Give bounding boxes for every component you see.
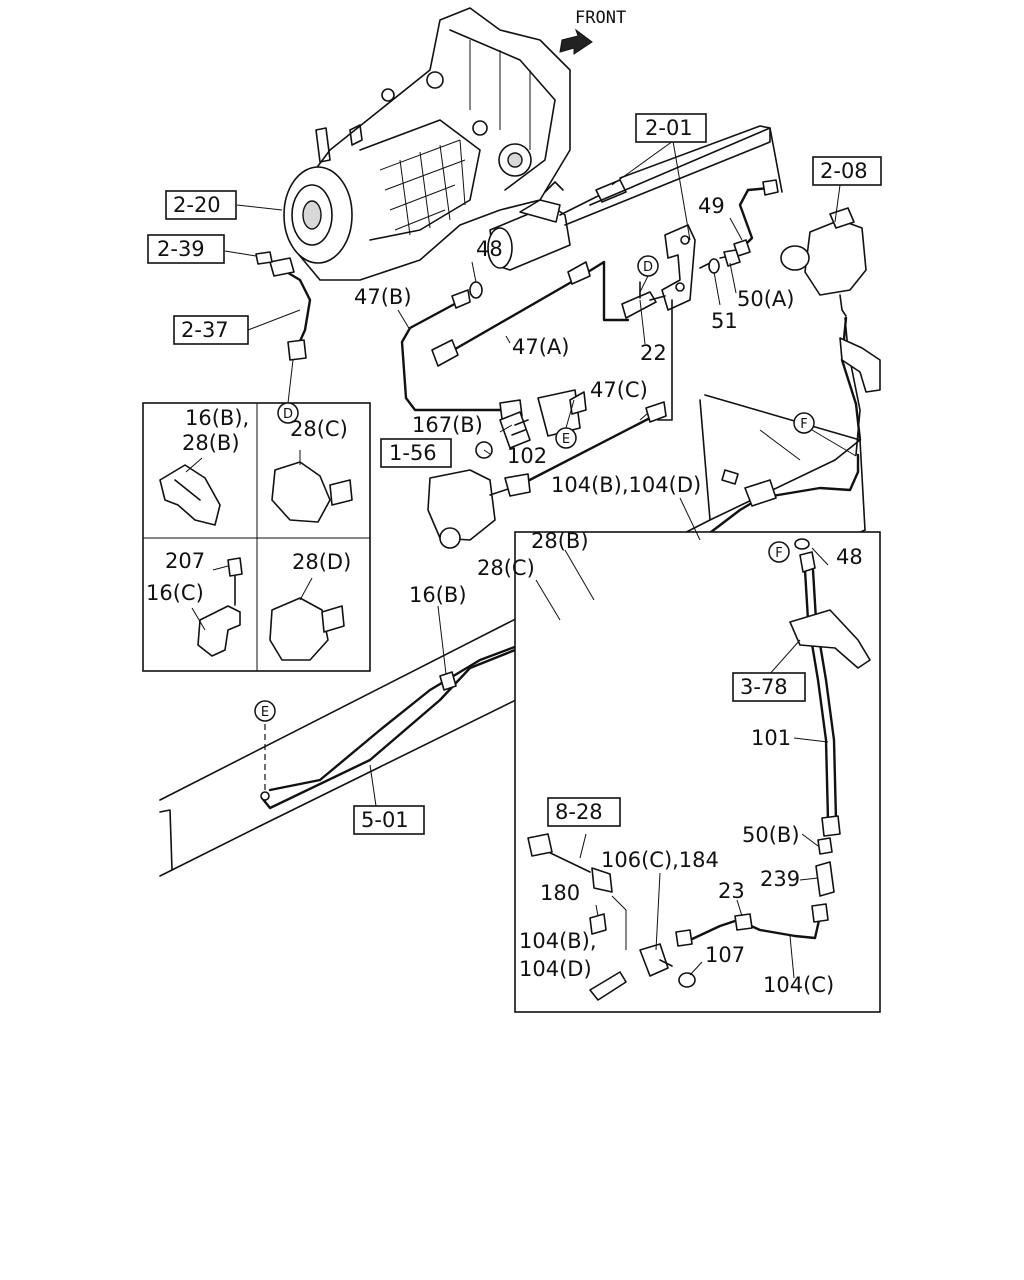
pipe-5-01 bbox=[260, 638, 542, 810]
ref-box-2-37: 2-37 bbox=[173, 315, 249, 345]
ref-box-2-08: 2-08 bbox=[812, 156, 882, 186]
svg-text:F: F bbox=[800, 417, 807, 432]
label-23: 23 bbox=[718, 879, 745, 903]
ref-2-01-label: 2-01 bbox=[645, 116, 693, 140]
clip-28c-detail bbox=[271, 461, 331, 523]
label-49: 49 bbox=[698, 194, 725, 218]
label-28c: 28(C) bbox=[477, 556, 535, 580]
ref-2-37-label: 2-37 bbox=[181, 318, 229, 342]
ref-1-56-label: 1-56 bbox=[389, 441, 437, 465]
label-180: 180 bbox=[540, 881, 580, 905]
clip-inset bbox=[142, 402, 371, 672]
svg-text:F: F bbox=[775, 546, 782, 561]
ref-8-28-label: 8-28 bbox=[555, 800, 603, 824]
marker-f-1: F bbox=[793, 412, 857, 457]
ref-box-2-20: 2-20 bbox=[165, 190, 237, 220]
ref-2-08-label: 2-08 bbox=[820, 159, 868, 183]
label-104bd-top: 104(B),104(D) bbox=[551, 473, 701, 497]
label-102: 102 bbox=[507, 444, 547, 468]
label-47c: 47(C) bbox=[590, 378, 648, 402]
leader-lines bbox=[185, 140, 841, 979]
marker-f-2: F bbox=[768, 541, 790, 563]
svg-text:D: D bbox=[643, 260, 653, 275]
ref-box-1-56: 1-56 bbox=[380, 438, 452, 468]
washer-48b bbox=[794, 538, 810, 550]
label-50b: 50(B) bbox=[742, 823, 800, 847]
ref-box-2-01: 2-01 bbox=[635, 113, 707, 143]
front-indicator: FRONT bbox=[559, 8, 626, 55]
svg-text:E: E bbox=[562, 432, 570, 447]
label-22: 22 bbox=[640, 341, 667, 365]
marker-d-1: D bbox=[277, 359, 299, 424]
pipe-47c bbox=[516, 416, 652, 488]
ref-box-5-01: 5-01 bbox=[353, 805, 425, 835]
ref-5-01-label: 5-01 bbox=[361, 808, 409, 832]
clip-28d bbox=[269, 597, 329, 661]
tee-106c bbox=[639, 943, 669, 977]
front-arrow-icon bbox=[559, 28, 593, 55]
label-50a: 50(A) bbox=[737, 287, 794, 311]
svg-text:D: D bbox=[283, 407, 293, 422]
ref-3-78-label: 3-78 bbox=[740, 675, 788, 699]
valve-1-56 bbox=[427, 469, 531, 549]
inset-label-16c: 16(C) bbox=[146, 581, 204, 605]
marker-e-1: E bbox=[555, 399, 577, 449]
label-51: 51 bbox=[711, 309, 738, 333]
ref-box-3-78: 3-78 bbox=[732, 672, 806, 702]
inset-label-16b: 16(B), bbox=[185, 406, 249, 430]
pipe-47a bbox=[448, 260, 630, 354]
label-239: 239 bbox=[760, 867, 800, 891]
slave-cylinder bbox=[487, 179, 627, 271]
svg-text:E: E bbox=[261, 705, 269, 720]
pipe-47b bbox=[400, 298, 507, 412]
ref-2-20-label: 2-20 bbox=[173, 193, 221, 217]
pipe-upper bbox=[564, 127, 771, 226]
ref-2-39-label: 2-39 bbox=[157, 237, 205, 261]
clip-16c bbox=[197, 605, 241, 657]
label-48a: 48 bbox=[476, 237, 503, 261]
bracket-22 bbox=[621, 224, 741, 319]
label-47a: 47(A) bbox=[512, 335, 569, 359]
label-167b: 167(B) bbox=[412, 413, 483, 437]
pipe-49 bbox=[738, 186, 772, 252]
label-107: 107 bbox=[705, 943, 745, 967]
hose-101 bbox=[803, 568, 830, 822]
label-104b: 104(B), bbox=[519, 929, 597, 953]
pipe-104c bbox=[688, 914, 822, 942]
hose-2-37 bbox=[278, 266, 312, 352]
marker-d-2: D bbox=[637, 255, 659, 293]
label-28b: 28(B) bbox=[531, 529, 589, 553]
label-47b: 47(B) bbox=[354, 285, 412, 309]
label-48b: 48 bbox=[836, 545, 863, 569]
nut-107 bbox=[678, 972, 696, 988]
inset-label-207: 207 bbox=[165, 549, 205, 573]
front-label: FRONT bbox=[575, 8, 626, 28]
part-180 bbox=[589, 913, 607, 935]
label-101: 101 bbox=[751, 726, 791, 750]
label-16b: 16(B) bbox=[409, 583, 467, 607]
inset-label-28d: 28(D) bbox=[292, 550, 351, 574]
transmission-assembly bbox=[283, 7, 571, 281]
label-104c: 104(C) bbox=[763, 973, 834, 997]
washer-48 bbox=[469, 281, 483, 299]
marker-e-2: E bbox=[254, 700, 276, 722]
ref-box-8-28: 8-28 bbox=[547, 797, 621, 827]
label-106c-184: 106(C),184 bbox=[601, 848, 719, 872]
label-104d: 104(D) bbox=[519, 957, 592, 981]
hose-upper bbox=[840, 316, 862, 442]
inset-label-28b: 28(B) bbox=[182, 431, 240, 455]
ref-box-2-39: 2-39 bbox=[147, 234, 225, 264]
connector-block bbox=[475, 389, 587, 459]
reservoir-2-08 bbox=[780, 207, 867, 317]
clip-16b bbox=[439, 671, 457, 691]
inset-label-28c: 28(C) bbox=[290, 417, 348, 441]
